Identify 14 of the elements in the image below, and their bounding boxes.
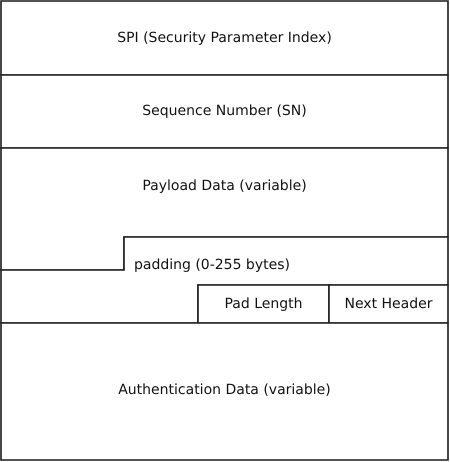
field-label: Next Header — [344, 296, 433, 312]
packet-field — [1, 75, 448, 148]
packet-field — [198, 285, 329, 323]
field-label: Sequence Number (SN) — [142, 103, 307, 120]
field-label: Pad Length — [224, 296, 303, 312]
field-label: Payload Data (variable) — [142, 178, 307, 194]
packet-field — [1, 237, 448, 323]
field-label: padding (0-255 bytes) — [134, 256, 290, 274]
packet-field — [1, 148, 448, 270]
packet-field — [329, 285, 448, 323]
field-label: SPI (Security Parameter Index) — [117, 30, 332, 46]
packet-field — [1, 323, 448, 460]
packet-field — [1, 1, 448, 75]
field-label: Authentication Data (variable) — [118, 382, 331, 398]
